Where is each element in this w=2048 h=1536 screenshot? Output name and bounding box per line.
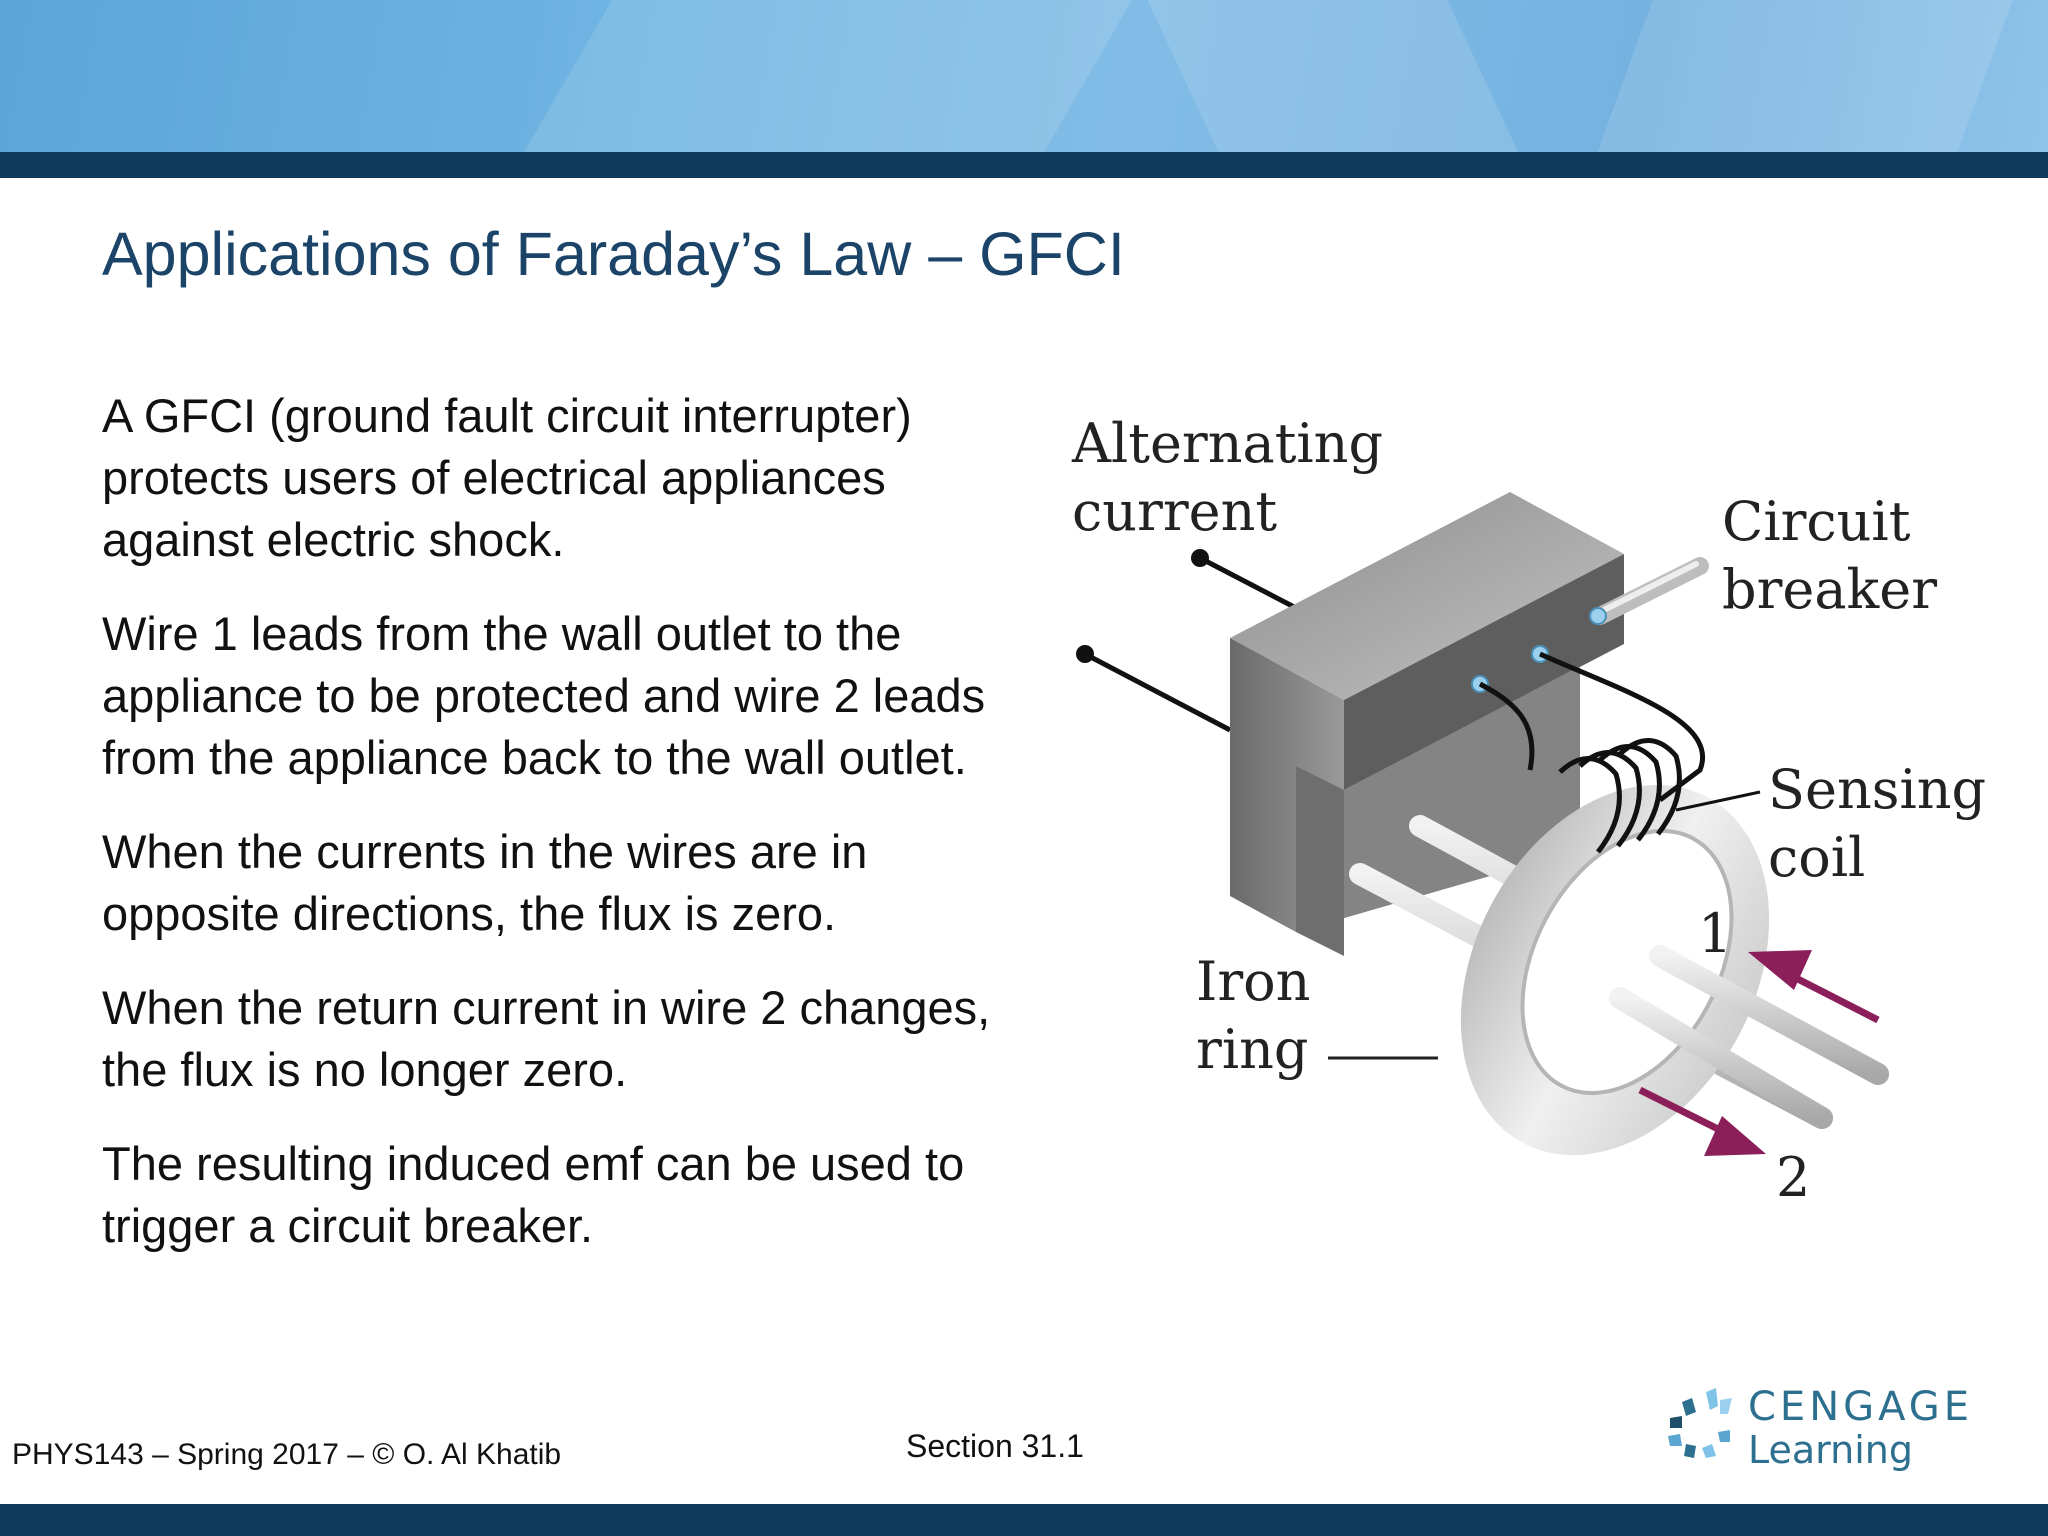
input-wires [1076, 549, 1298, 733]
wire-rods-front [1609, 945, 1889, 1129]
circuit-breaker-rod [1591, 557, 1709, 625]
gfci-illustration [1076, 492, 1889, 1156]
iron-ring [1460, 784, 1770, 1156]
slide-body: A GFCI (ground fault circuit interrupter… [102, 385, 1022, 1289]
header-stripe [0, 152, 2048, 178]
label-wire-2: 2 [1776, 1146, 1811, 1209]
label-alternating-current: Alternating current [1072, 412, 1384, 543]
paragraph-return-current: When the return current in wire 2 change… [102, 981, 991, 1096]
cengage-logo: CENGAGE Learning [1662, 1384, 1969, 1474]
logo-word-learning: Learning [1748, 1428, 1913, 1472]
paragraph-gfci-definition: A GFCI (ground fault circuit interrupter… [102, 389, 912, 566]
footer-section: Section 31.1 [906, 1428, 1084, 1464]
paragraph-induced-emf: The resulting induced emf can be used to… [102, 1137, 965, 1252]
label-wire-1: 1 [1698, 902, 1733, 965]
footer-course-credit: PHYS143 – Spring 2017 – © O. Al Khatib [12, 1438, 562, 1471]
label-sensing-coil: Sensing coil [1768, 758, 1987, 889]
slide-title: Applications of Faraday’s Law – GFCI [102, 220, 1125, 288]
cengage-burst-icon [1668, 1388, 1732, 1458]
paragraph-opposite-currents: When the currents in the wires are in op… [102, 825, 868, 940]
current-arrows [1638, 950, 1880, 1156]
header-band [0, 0, 2048, 152]
label-iron-ring: Iron ring [1196, 950, 1311, 1081]
paragraph-wires: Wire 1 leads from the wall outlet to the… [102, 607, 986, 784]
gfci-diagram: Alternating current Circuit breaker Sens… [1060, 390, 2020, 1250]
footer-stripe [0, 1504, 2048, 1536]
sensing-coil [1478, 651, 1761, 854]
label-circuit-breaker: Circuit breaker [1722, 490, 1938, 621]
logo-word-cengage: CENGAGE [1748, 1384, 1974, 1430]
